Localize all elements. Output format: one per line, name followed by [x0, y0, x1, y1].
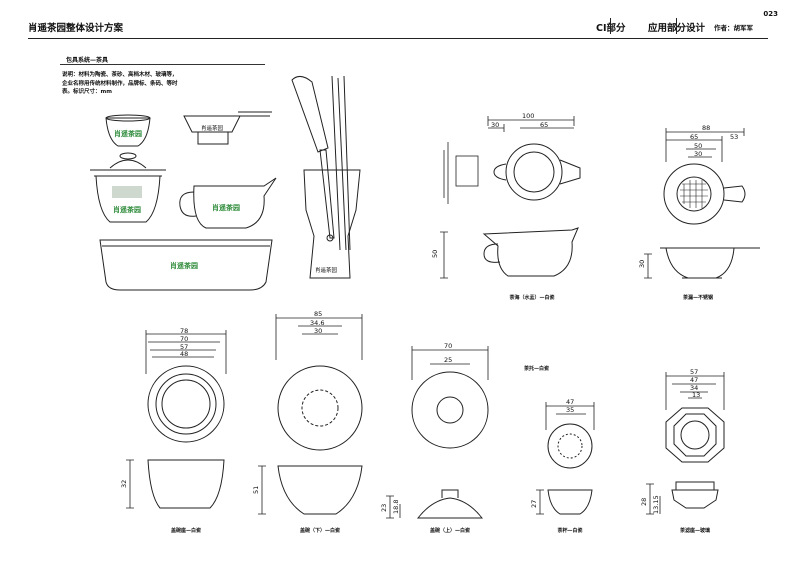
dim-label: 34 [690, 384, 698, 392]
dim-label: 70 [444, 342, 452, 350]
description-note: 说明：材料为陶瓷、茶砂、高档木材、玻璃等，企业名称用传统材料制作，品牌标、条码、… [62, 72, 178, 95]
dim-label: 88 [702, 124, 710, 132]
caption-small-cup: 茶杯—白瓷 [557, 528, 583, 534]
tea-cup-illustration: 肖遥茶园 [105, 114, 151, 147]
header-divider [610, 18, 611, 34]
dim-label: 85 [314, 310, 322, 318]
dim-label: 30 [638, 260, 646, 268]
logo-text: 肖遥茶园 [212, 203, 240, 212]
cup-lid-drawing: 78 70 57 48 32 [120, 327, 227, 509]
caption-lid-top: 盖碗（上）—白瓷 [429, 528, 471, 534]
dim-label: 50 [431, 250, 439, 258]
dim-label: 47 [566, 398, 574, 406]
dim-label: 47 [690, 376, 698, 384]
strainer-drawing: 88 65 53 50 30 30 [638, 124, 760, 279]
dim-label: 70 [180, 335, 188, 343]
lidded-bowl-illustration: 肖遥茶园 [90, 152, 166, 223]
dim-label: 18.8 [392, 500, 400, 514]
caption-holder: 茶滤座—玻璃 [679, 528, 711, 534]
document-title: 肖遥茶园整体设计方案 [28, 23, 124, 34]
small-cup-drawing: 47 35 27 [530, 398, 595, 515]
caption-strainer: 茶漏—不锈钢 [682, 295, 714, 301]
dim-label: 65 [690, 133, 698, 141]
pitcher-illustration: 肖遥茶园 [179, 177, 277, 229]
logo-text: 肖遥茶园 [201, 124, 224, 132]
dim-label: 30 [491, 121, 499, 129]
dim-label: 13.15 [652, 495, 660, 514]
dim-label: 100 [522, 112, 534, 120]
dim-label: 23 [380, 504, 388, 512]
dim-label: 53 [730, 133, 738, 141]
dim-label: 34.6 [310, 319, 324, 327]
bowl-drawing: 85 34.6 30 51 [252, 310, 363, 515]
pitcher-drawing: 100 30 65 50 [431, 112, 581, 279]
caption-pitcher: 茶海（水盂）—白瓷 [509, 295, 555, 301]
dim-label: 50 [694, 142, 702, 150]
cup-holder-drawing: 57 47 34 13 28 13.15 [640, 368, 725, 515]
page-number: 023 [763, 10, 778, 18]
logo-text: 肖遥茶园 [170, 261, 198, 270]
logo-text: 肖遥茶园 [315, 266, 338, 274]
tea-tools-illustration: 肖遥茶园 [291, 75, 361, 279]
dim-label: 78 [180, 327, 188, 335]
lid-top-drawing: 70 25 23 18.8 [380, 342, 489, 519]
strainer-bowl-illustration: 肖遥茶园 [183, 111, 272, 145]
tea-tray-illustration: 肖遥茶园 [99, 239, 273, 291]
dim-label: 57 [180, 343, 188, 351]
logo-text: 肖遥茶园 [114, 129, 142, 138]
section-underline [60, 64, 265, 65]
dim-label: 35 [566, 406, 574, 414]
logo-text: 肖遥茶园 [113, 205, 141, 214]
caption-bowl: 盖碗（下）—白瓷 [299, 528, 341, 534]
dim-label: 51 [252, 486, 260, 494]
dim-label: 27 [530, 500, 538, 508]
dim-label: 28 [640, 498, 648, 506]
header-divider [676, 18, 677, 34]
dim-label: 30 [314, 327, 322, 335]
dim-label: 25 [444, 356, 452, 364]
dim-label: 57 [690, 368, 698, 376]
dim-label: 13 [692, 391, 700, 399]
dim-label: 32 [120, 480, 128, 488]
tea-set-label: 茶托—白瓷 [523, 365, 549, 372]
caption-cup-lid: 盖碗座—白瓷 [170, 528, 202, 534]
section-title: 包具系统—茶具 [66, 57, 109, 64]
dim-label: 48 [180, 350, 188, 358]
dim-label: 65 [540, 121, 548, 129]
dim-label: 30 [694, 150, 702, 158]
author-label: 作者：胡军军 [714, 24, 753, 32]
